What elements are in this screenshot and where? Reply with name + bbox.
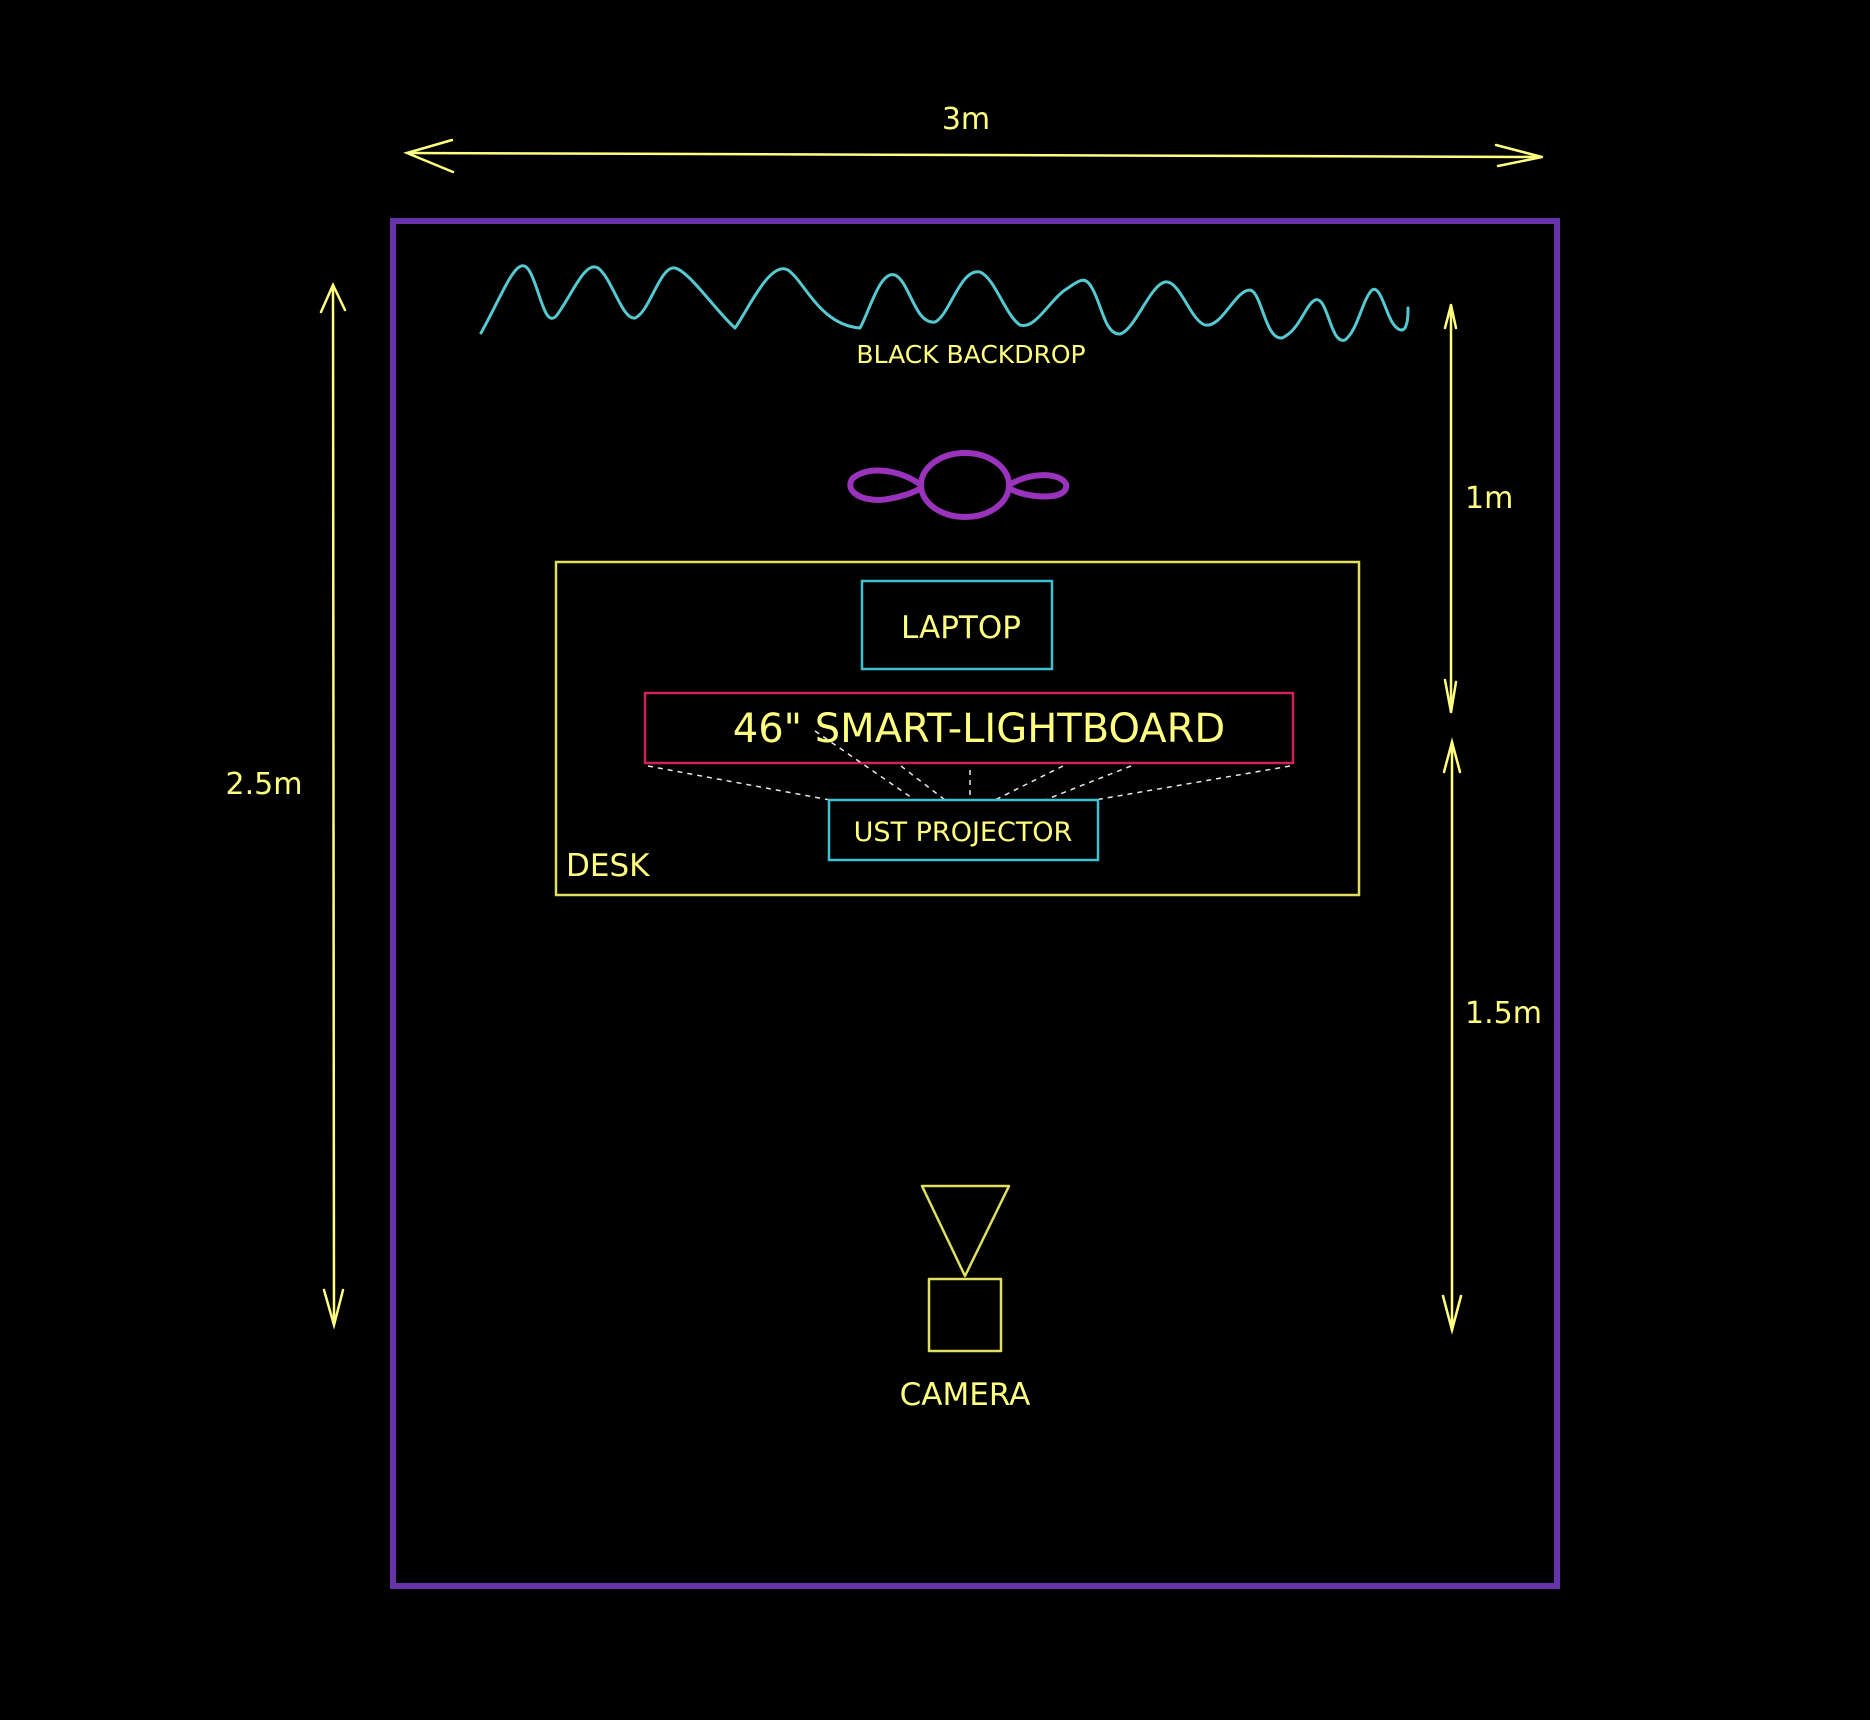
camera-icon (920, 1184, 1011, 1353)
height-dimension-label: 2.5m (226, 767, 303, 802)
front-dimension-label: 1.5m (1465, 996, 1542, 1031)
backdrop-label: BLACK BACKDROP (856, 340, 1085, 369)
width-dimension-label: 3m (942, 102, 990, 137)
back-dimension-arrow (1443, 303, 1458, 714)
projector-label: UST PROJECTOR (854, 817, 1073, 848)
front-dimension-arrow (1441, 737, 1463, 1335)
smart-lightboard (643, 691, 1295, 765)
projection-beams (647, 730, 1291, 801)
ust-projector (827, 798, 1100, 862)
laptop-label: LAPTOP (901, 610, 1021, 646)
desk-label: DESK (566, 848, 650, 884)
desk (554, 560, 1361, 897)
laptop (860, 579, 1054, 671)
height-dimension-arrow (319, 282, 347, 1330)
camera-label: CAMERA (900, 1377, 1031, 1413)
backdrop-curtain (479, 264, 1410, 342)
back-dimension-label: 1m (1465, 481, 1513, 516)
room-outline (390, 218, 1560, 1589)
person-top-view-icon (847, 450, 1070, 520)
lightboard-label: 46" SMART-LIGHTBOARD (733, 706, 1225, 752)
width-dimension-arrow (403, 138, 1544, 174)
